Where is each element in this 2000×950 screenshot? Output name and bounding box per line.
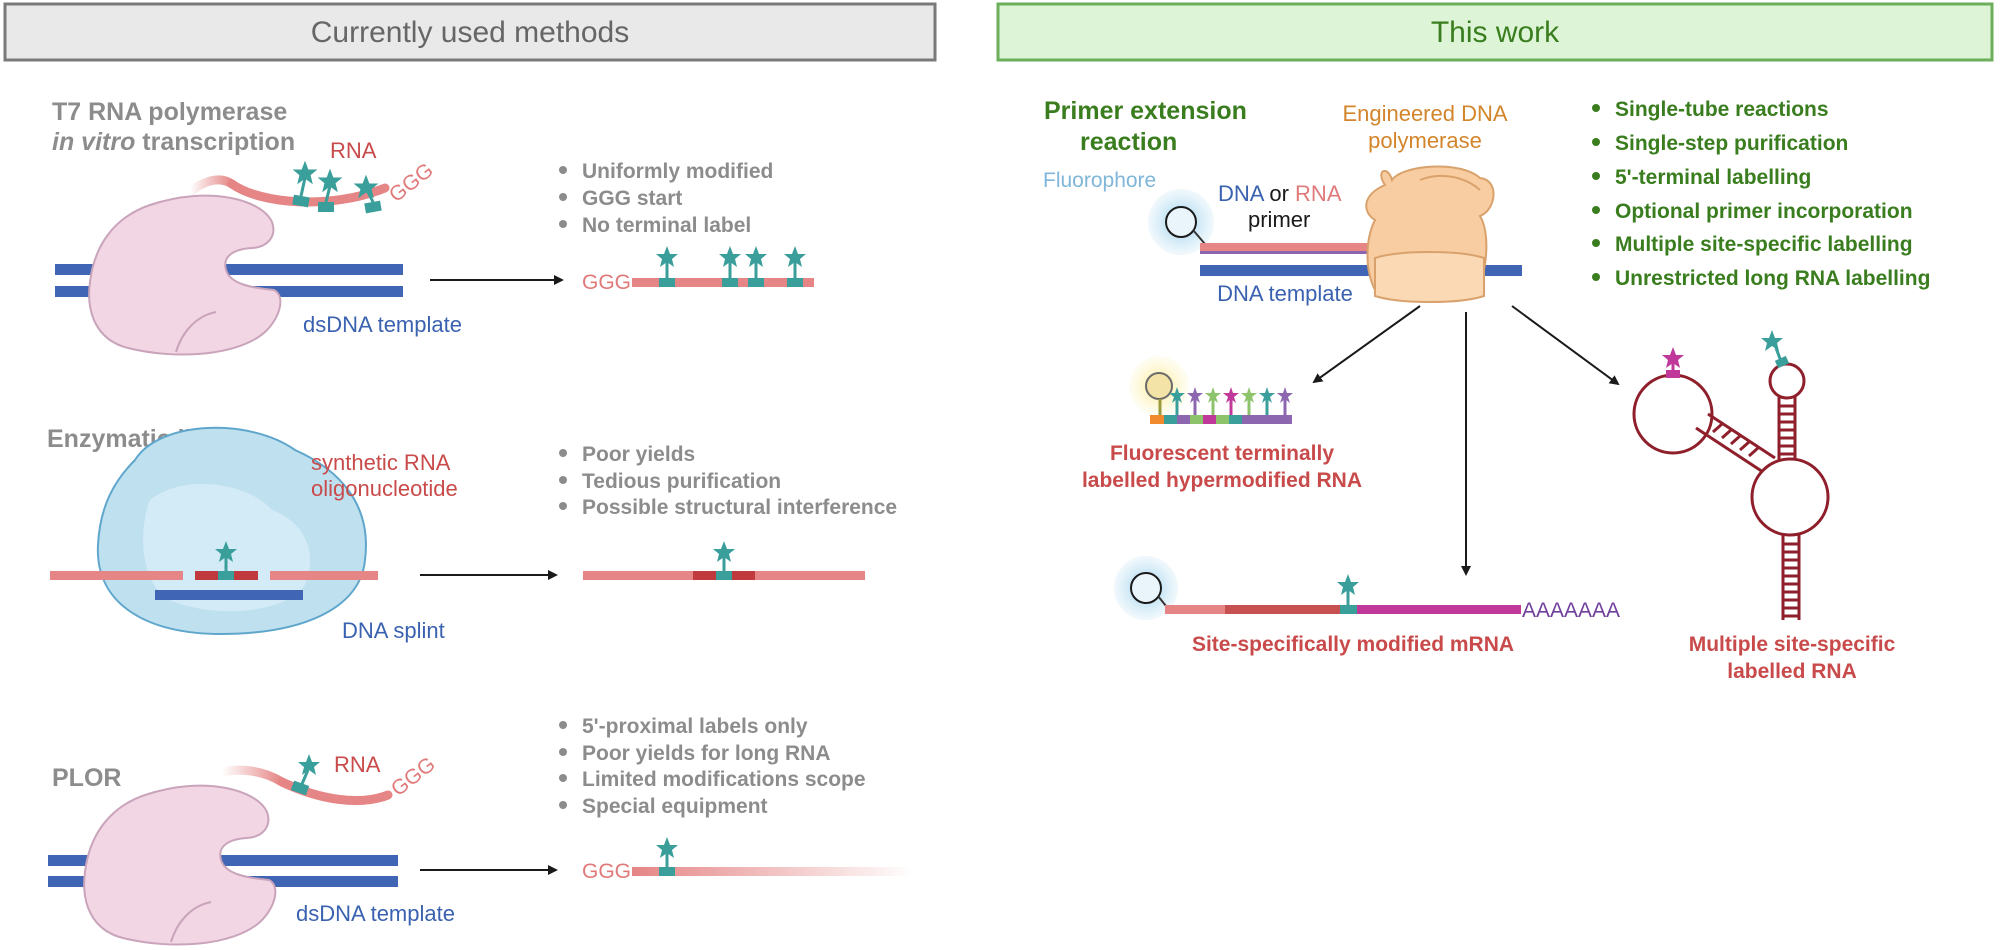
plor-bullet-2: Poor yields for long RNA bbox=[582, 742, 831, 765]
t7-title-line1: T7 RNA polymerase bbox=[52, 98, 287, 126]
primer-strand bbox=[1200, 243, 1380, 251]
ligation-bullet-1: Poor yields bbox=[582, 443, 695, 466]
t7-rna-label-1 bbox=[292, 160, 318, 197]
t7-rna-label: RNA bbox=[330, 138, 377, 163]
hairpin-label-teal bbox=[1761, 330, 1790, 369]
enzyme-line1: Engineered DNA bbox=[1342, 101, 1507, 126]
plor-dna-top bbox=[48, 855, 398, 866]
feature-list: Single-tube reactions Single-step purifi… bbox=[1592, 98, 1930, 290]
this-work-section: Primer extension reaction Fluorophore DN… bbox=[1043, 97, 1930, 683]
hairpin-rna bbox=[1632, 362, 1830, 620]
hyper-caption-line2: labelled hypermodified RNA bbox=[1082, 469, 1362, 492]
t7-ggg-label: GGG bbox=[385, 159, 438, 207]
mrna-caption: Site-specifically modified mRNA bbox=[1192, 633, 1514, 656]
t7-bullet-2: GGG start bbox=[582, 187, 682, 210]
plor-rna-label-text: RNA bbox=[334, 752, 381, 777]
plor-bullets: 5'-proximal labels only Poor yields for … bbox=[559, 715, 866, 818]
t7-rna-label-2 bbox=[317, 168, 343, 203]
ligation-section: Enzymatic ligation synthetic RNA oligonu… bbox=[47, 425, 897, 643]
right-header-text: This work bbox=[1431, 16, 1560, 49]
plor-product-label bbox=[656, 837, 678, 876]
t7-polymerase bbox=[88, 194, 282, 356]
enzyme-line2: polymerase bbox=[1368, 128, 1482, 153]
plor-ggg-label: GGG bbox=[387, 753, 440, 801]
plor-title: PLOR bbox=[52, 764, 121, 792]
t7-dna-top bbox=[55, 264, 403, 275]
t7-product-ggg: GGG bbox=[582, 271, 631, 294]
polya-tail: AAAAAAA bbox=[1522, 599, 1620, 622]
right-header: This work bbox=[996, 2, 1994, 62]
hairpin-label-magenta bbox=[1662, 347, 1684, 378]
left-header-text: Currently used methods bbox=[311, 16, 630, 49]
left-header: Currently used methods bbox=[3, 2, 937, 62]
ligation-rna-left bbox=[50, 571, 183, 580]
arrow-to-multi bbox=[1511, 305, 1620, 386]
pe-title-line1: Primer extension bbox=[1044, 97, 1247, 125]
plor-template-label: dsDNA template bbox=[296, 901, 455, 926]
plor-product-rna bbox=[632, 867, 914, 876]
fluorophore-label: Fluorophore bbox=[1043, 169, 1156, 192]
t7-product-labels bbox=[656, 246, 806, 287]
fluorophore bbox=[1165, 206, 1197, 238]
ligation-oligo-line2: oligonucleotide bbox=[311, 476, 458, 501]
hyper-caption-line1: Fluorescent terminally bbox=[1110, 442, 1334, 465]
t7-bullet-1: Uniformly modified bbox=[582, 160, 773, 183]
arrow-to-hyper bbox=[1312, 305, 1421, 384]
plor-bullet-4: Special equipment bbox=[582, 795, 768, 818]
ligation-splint-label: DNA splint bbox=[342, 618, 445, 643]
ligation-oligo-line1: synthetic RNA bbox=[311, 450, 451, 475]
feature-2: Single-step purification bbox=[1615, 132, 1848, 155]
ligation-bullets: Poor yields Tedious purification Possibl… bbox=[559, 443, 897, 519]
ligation-label bbox=[215, 541, 237, 580]
feature-5: Multiple site-specific labelling bbox=[1615, 233, 1913, 256]
primer-label: DNA or RNA bbox=[1218, 181, 1342, 206]
template-label: DNA template bbox=[1217, 281, 1353, 306]
plor-polymerase bbox=[83, 784, 277, 946]
ligation-bullet-3: Possible structural interference bbox=[582, 496, 897, 519]
modified-mrna bbox=[1114, 556, 1521, 620]
ligation-rna-right bbox=[270, 571, 378, 580]
t7-title-line2: in vitro transcription bbox=[52, 128, 295, 156]
plor-rna-label bbox=[290, 754, 320, 796]
pe-title-line2: reaction bbox=[1080, 128, 1177, 156]
feature-3: 5'-terminal labelling bbox=[1615, 166, 1811, 189]
t7-template-label: dsDNA template bbox=[303, 312, 462, 337]
t7-bullets: Uniformly modified GGG start No terminal… bbox=[559, 160, 773, 237]
plor-section: PLOR RNA GGG dsDNA template GGG 5'-proxi… bbox=[48, 715, 914, 946]
t7-section: T7 RNA polymerase in vitro transcription… bbox=[52, 98, 814, 356]
ligation-bullet-2: Tedious purification bbox=[582, 470, 781, 493]
primer-word: primer bbox=[1248, 207, 1310, 232]
hypermodified-rna bbox=[1129, 356, 1293, 424]
feature-6: Unrestricted long RNA labelling bbox=[1615, 267, 1930, 290]
feature-1: Single-tube reactions bbox=[1615, 98, 1829, 121]
t7-bullet-3: No terminal label bbox=[582, 214, 751, 237]
plor-product-ggg: GGG bbox=[582, 860, 631, 883]
ligation-splint bbox=[155, 590, 303, 600]
t7-rna-label-3 bbox=[353, 174, 379, 203]
dna-template bbox=[1200, 265, 1522, 276]
ligation-product-label bbox=[713, 541, 735, 580]
multi-caption-line1: Multiple site-specific bbox=[1689, 633, 1896, 656]
multi-caption-line2: labelled RNA bbox=[1727, 660, 1857, 683]
plor-bullet-3: Limited modifications scope bbox=[582, 768, 866, 791]
feature-4: Optional primer incorporation bbox=[1615, 200, 1913, 223]
plor-bullet-1: 5'-proximal labels only bbox=[582, 715, 808, 738]
